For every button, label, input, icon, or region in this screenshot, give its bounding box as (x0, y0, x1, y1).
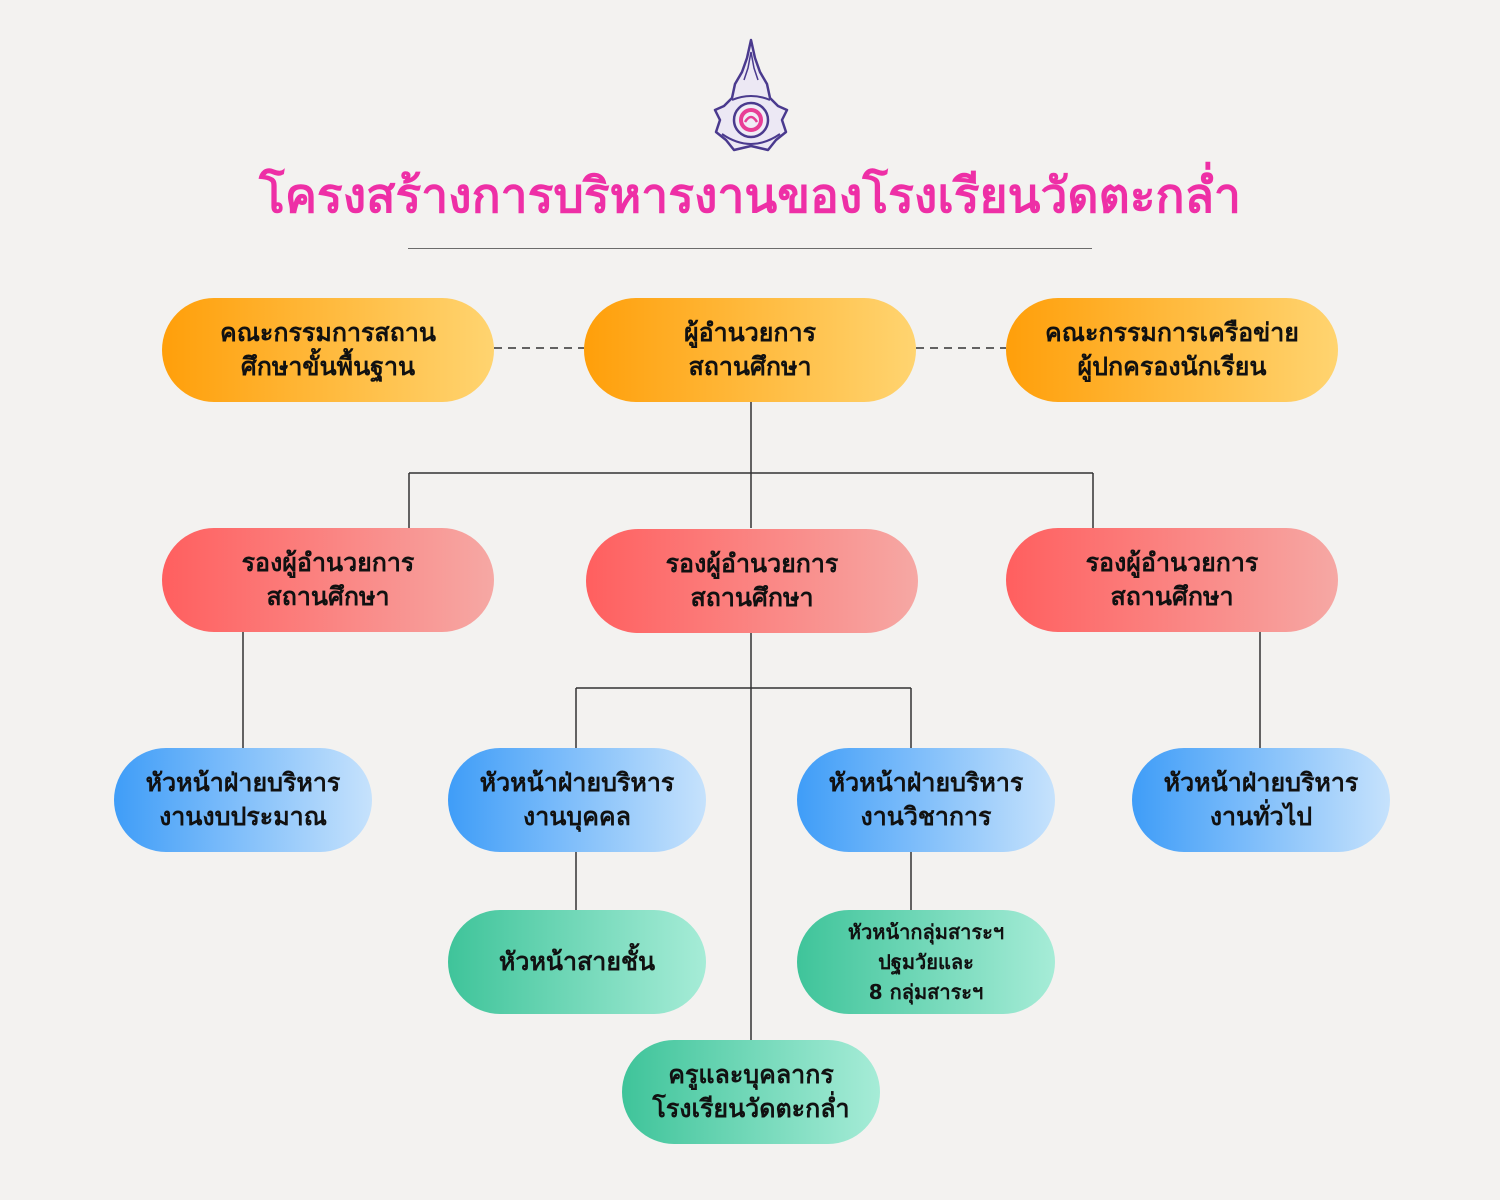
node-basic-education-committee: คณะกรรมการสถาน ศึกษาขั้นพื้นฐาน (162, 298, 494, 402)
node-label-line: สถานศึกษา (690, 583, 814, 612)
node-label-line: งานบุคคล (523, 802, 631, 831)
node-personnel-head: หัวหน้าฝ่ายบริหาร งานบุคคล (448, 748, 706, 852)
node-deputy-director-center: รองผู้อำนวยการ สถานศึกษา (586, 529, 918, 633)
node-director: ผู้อำนวยการ สถานศึกษา (584, 298, 916, 402)
node-label-line: คณะกรรมการเครือข่าย (1045, 318, 1299, 347)
node-label-line: ปฐมวัยและ (878, 950, 974, 974)
school-emblem-logo (713, 38, 789, 152)
node-teachers-and-staff: ครูและบุคลากร โรงเรียนวัดตะกล่ำ (622, 1040, 880, 1144)
node-budget-head: หัวหน้าฝ่ายบริหาร งานงบประมาณ (114, 748, 372, 852)
node-academic-head: หัวหน้าฝ่ายบริหาร งานวิชาการ (797, 748, 1055, 852)
node-subject-group-head: หัวหน้ากลุ่มสาระฯ ปฐมวัยและ 8 กลุ่มสาระฯ (797, 910, 1055, 1014)
node-general-affairs-head: หัวหน้าฝ่ายบริหาร งานทั่วไป (1132, 748, 1390, 852)
node-label-line: หัวหน้าฝ่ายบริหาร (1163, 768, 1359, 797)
node-label-line: สถานศึกษา (1110, 582, 1234, 611)
node-label-line: หัวหน้าฝ่ายบริหาร (145, 768, 341, 797)
chart-title: โครงสร้างการบริหารงานของโรงเรียนวัดตะกล่… (259, 168, 1241, 224)
node-label-line: หัวหน้าฝ่ายบริหาร (828, 768, 1024, 797)
node-label-line: หัวหน้าฝ่ายบริหาร (479, 768, 675, 797)
node-label-line: รองผู้อำนวยการ (241, 548, 415, 577)
node-deputy-director-left: รองผู้อำนวยการ สถานศึกษา (162, 528, 494, 632)
node-label-line: หัวหน้าสายชั้น (498, 947, 656, 976)
node-label-line: สถานศึกษา (266, 582, 390, 611)
node-label-line: คณะกรรมการสถาน (220, 318, 436, 347)
node-label-line: ผู้ปกครองนักเรียน (1077, 352, 1267, 381)
node-label-line: ครูและบุคลากร (668, 1060, 834, 1089)
node-grade-level-head: หัวหน้าสายชั้น (448, 910, 706, 1014)
node-label-line: รองผู้อำนวยการ (1085, 548, 1259, 577)
node-label-line: โรงเรียนวัดตะกล่ำ (652, 1094, 850, 1123)
node-label-line: รองผู้อำนวยการ (665, 549, 839, 578)
node-label-line: งานทั่วไป (1209, 802, 1313, 831)
node-label-line: สถานศึกษา (688, 352, 812, 381)
node-parent-network-committee: คณะกรรมการเครือข่าย ผู้ปกครองนักเรียน (1006, 298, 1338, 402)
node-deputy-director-right: รองผู้อำนวยการ สถานศึกษา (1006, 528, 1338, 632)
node-label-line: งานวิชาการ (860, 802, 992, 831)
node-label-line: 8 กลุ่มสาระฯ (868, 980, 984, 1004)
node-label-line: ศึกษาขั้นพื้นฐาน (240, 352, 416, 381)
node-label-line: งานงบประมาณ (159, 802, 327, 831)
title-divider (408, 248, 1092, 249)
node-label-line: ผู้อำนวยการ (683, 318, 817, 347)
node-label-line: หัวหน้ากลุ่มสาระฯ (847, 920, 1005, 944)
